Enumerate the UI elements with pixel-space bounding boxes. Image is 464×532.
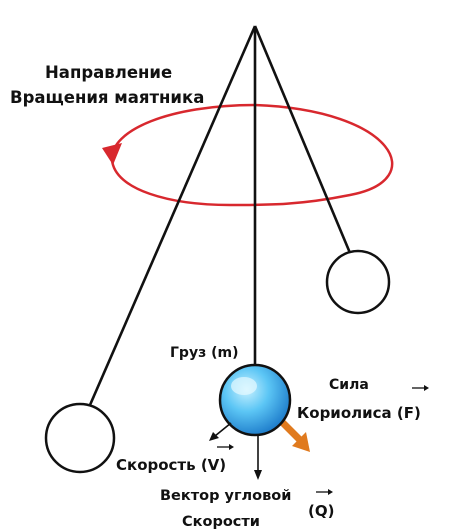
string-right xyxy=(253,25,352,254)
vector-mark-v xyxy=(217,444,234,450)
rotation-direction-arrow xyxy=(110,103,394,207)
pendulum-bob-left-position xyxy=(44,402,116,474)
angular-velocity-label-line1: Вектор угловой xyxy=(160,488,291,504)
coriolis-label-line2: Кориолиса (F) xyxy=(297,404,421,422)
vector-mark-q xyxy=(316,489,333,495)
pendulum-bob-weight xyxy=(218,363,292,437)
bob-highlight xyxy=(231,377,257,395)
rotation-arrow-head xyxy=(102,143,122,165)
string-left xyxy=(88,25,257,406)
velocity-label: Скорость (V) xyxy=(116,456,226,474)
coriolis-arrow-head xyxy=(292,432,310,452)
weight-label: Груз (m) xyxy=(170,345,238,361)
rotation-label-line1: Направление xyxy=(45,63,172,82)
pendulum-bob-right-position xyxy=(325,249,391,315)
angular-velocity-label-line2: Скорости xyxy=(182,514,260,530)
coriolis-force-arrow xyxy=(278,418,304,444)
vector-mark-f xyxy=(412,385,429,391)
coriolis-label-line1: Сила xyxy=(329,377,369,393)
angular-velocity-arrow-head xyxy=(254,470,262,480)
velocity-arrow-head xyxy=(209,432,219,441)
angular-velocity-symbol: (Q) xyxy=(308,502,334,520)
velocity-arrow xyxy=(214,422,232,437)
rotation-label-line2: Вращения маятника xyxy=(10,88,204,107)
